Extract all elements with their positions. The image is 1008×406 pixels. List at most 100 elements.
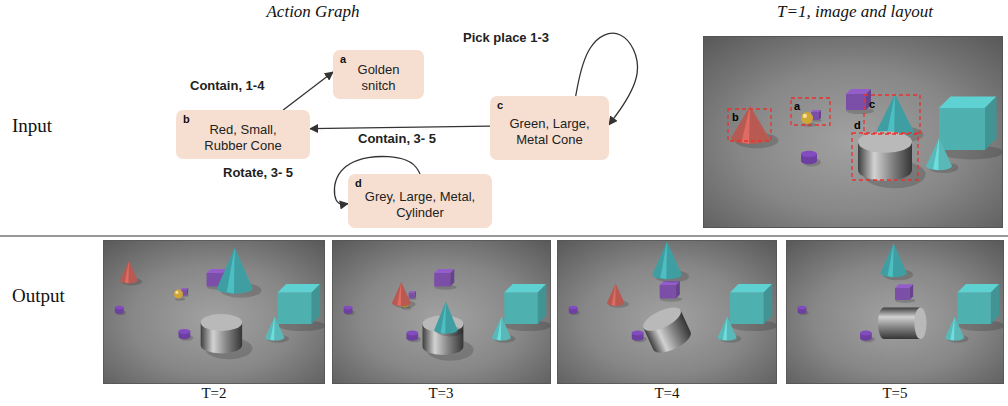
cylinder-top [632, 331, 644, 336]
edge-label: Pick place 1-3 [462, 30, 550, 45]
cube-side [985, 97, 997, 151]
cone-highlight [888, 243, 894, 277]
cylinder-top [640, 303, 684, 336]
scene-objects [557, 240, 777, 384]
cone-highlight [397, 282, 401, 306]
row-label: Input [12, 115, 52, 137]
cube-front [434, 273, 450, 287]
node-text: Green, Large, Metal Cone [490, 104, 609, 153]
cube-front [504, 293, 538, 325]
cone-highlight [933, 138, 939, 170]
cylinder-object [860, 331, 872, 341]
cone-object [217, 248, 253, 294]
box-letter: b [732, 111, 739, 123]
edge-label: Contain, 1-4 [189, 78, 265, 93]
cylinder-top [406, 331, 418, 336]
object-node: bRed, Small, Rubber Cone [176, 110, 310, 159]
layout-box [728, 109, 771, 141]
cube-front [660, 285, 676, 299]
cone-highlight [497, 317, 501, 341]
cube-front [409, 293, 415, 299]
cylinder-top [801, 151, 817, 157]
node-letter: b [183, 113, 190, 125]
scene-image [703, 36, 1003, 228]
box-letter: d [854, 119, 861, 131]
cone-object [926, 138, 952, 170]
cube-front [846, 94, 866, 110]
cube-front [730, 293, 764, 325]
cone-object [434, 302, 457, 334]
image-ground [557, 240, 777, 384]
cone-highlight [227, 248, 235, 294]
layout-box [791, 98, 830, 125]
cone-object [718, 317, 737, 341]
cylinder-object [406, 331, 418, 341]
frame-label: T=5 [882, 385, 907, 402]
object-node: cGreen, Large, Metal Cone [490, 96, 609, 160]
cube-side [764, 284, 772, 324]
cube-front [957, 293, 990, 325]
cylinder-top [914, 308, 926, 340]
cube-front [278, 293, 312, 325]
cone-highlight [441, 302, 446, 334]
ball-object [801, 112, 813, 124]
cone-object [265, 317, 284, 341]
cone-highlight [723, 317, 727, 341]
separator-line [0, 236, 1008, 237]
cylinder-top [178, 329, 190, 334]
image-ground [786, 240, 1004, 384]
cube-side [819, 110, 821, 120]
frame-label: T=3 [428, 385, 453, 402]
cone-highlight [950, 317, 954, 341]
cylinder-object [878, 308, 927, 340]
cube-side [312, 284, 321, 324]
cube-side [187, 288, 188, 296]
cylinder-body [878, 308, 920, 340]
image-ground [703, 36, 1003, 228]
connector [283, 72, 333, 110]
cylinder-object [798, 306, 807, 314]
cylinder-object [858, 131, 912, 181]
cylinder-object [201, 314, 242, 353]
panel-title: T=1, image and layout [777, 2, 933, 22]
cone-object [880, 243, 906, 277]
image-frame [557, 240, 776, 383]
scene-objects [703, 36, 1003, 228]
node-letter: d [355, 177, 362, 189]
connector [310, 126, 490, 129]
image-frame [786, 240, 1003, 383]
scene-image [332, 240, 551, 384]
panel-title: Action Graph [266, 2, 359, 22]
ball-highlight [175, 291, 178, 294]
layout-box [864, 95, 920, 134]
cylinder-object [115, 306, 124, 314]
node-text: Red, Small, Rubber Cone [176, 110, 310, 159]
cube-front [939, 108, 985, 150]
cone-highlight [660, 242, 667, 280]
cylinder-top [798, 306, 807, 310]
scene-objects [332, 240, 551, 384]
cylinder-top [569, 306, 578, 310]
frame-label: T=2 [201, 385, 226, 402]
cylinder-object [178, 329, 190, 339]
cone-highlight [125, 261, 129, 283]
box-letter: c [869, 98, 875, 110]
cone-object [652, 242, 681, 280]
scene-image [103, 240, 325, 384]
cylinder-object [640, 303, 694, 358]
cylinder-top [344, 306, 353, 310]
cone-object [945, 317, 964, 341]
scene-image [557, 240, 777, 384]
cone-highlight [612, 284, 616, 306]
cube-side [414, 291, 415, 299]
box-letter: a [794, 100, 800, 112]
ball-highlight [803, 114, 807, 118]
cube-side [676, 281, 680, 299]
object-node: aGolden snitch [333, 50, 424, 99]
cylinder-top [201, 314, 242, 331]
image-frame [332, 240, 550, 383]
node-text: Grey, Large, Metal, Cylinder [348, 177, 492, 226]
cone-object [492, 317, 511, 341]
frame-label: T=4 [654, 385, 679, 402]
